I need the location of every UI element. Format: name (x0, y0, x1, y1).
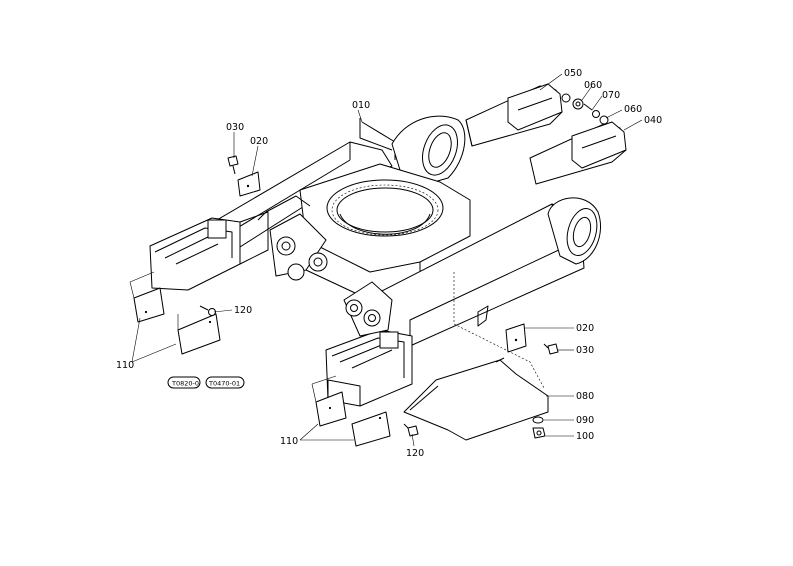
callout-110-left: 110 (116, 360, 134, 371)
callout-020-right: 020 (576, 323, 594, 334)
callout-030-right: 030 (576, 345, 594, 356)
stamp-a: T0820-0 (171, 380, 199, 388)
callout-100: 100 (576, 431, 594, 442)
callout-040: 040 (644, 115, 662, 126)
leader-lines (131, 73, 643, 447)
track-frame-010 (149, 115, 602, 407)
callout-120-right: 120 (406, 448, 424, 459)
callout-010: 010 (352, 100, 370, 111)
callout-120-left: 120 (234, 305, 252, 316)
plate-020-right (505, 323, 527, 353)
plate-020-top (237, 171, 261, 197)
guard-110-left-top (129, 271, 165, 323)
bolt-030-top (227, 155, 239, 175)
reference-stamps: T0820-0 T0470-01 (167, 376, 245, 389)
cover-050 (465, 83, 563, 147)
callout-020-top: 020 (250, 136, 268, 147)
callout-090: 090 (576, 415, 594, 426)
callout-080: 080 (576, 391, 594, 402)
bolt-120-left (199, 305, 216, 316)
stamp-b-frame (205, 376, 245, 389)
cover-040 (529, 121, 627, 185)
callout-110-right: 110 (280, 436, 298, 447)
bolts-060-070 (561, 93, 609, 125)
bolt-030-right (543, 343, 559, 355)
stamp-b: T0470-01 (208, 380, 240, 388)
callout-060-lower: 060 (624, 104, 642, 115)
bolt-120-right (403, 423, 419, 437)
callout-070: 070 (602, 90, 620, 101)
callout-labels: 010 030 020 050 060 070 060 040 020 030 … (116, 68, 662, 459)
under-cover-080 (403, 323, 549, 441)
callout-050: 050 (564, 68, 582, 79)
guard-110-right-top (311, 375, 347, 427)
callout-030-top: 030 (226, 122, 244, 133)
guard-110-right-bottom (351, 411, 391, 447)
callout-060-upper: 060 (584, 80, 602, 91)
bolt-090-100 (532, 416, 546, 439)
guard-110-left-bottom (177, 313, 221, 355)
stamp-a-frame (167, 376, 201, 389)
